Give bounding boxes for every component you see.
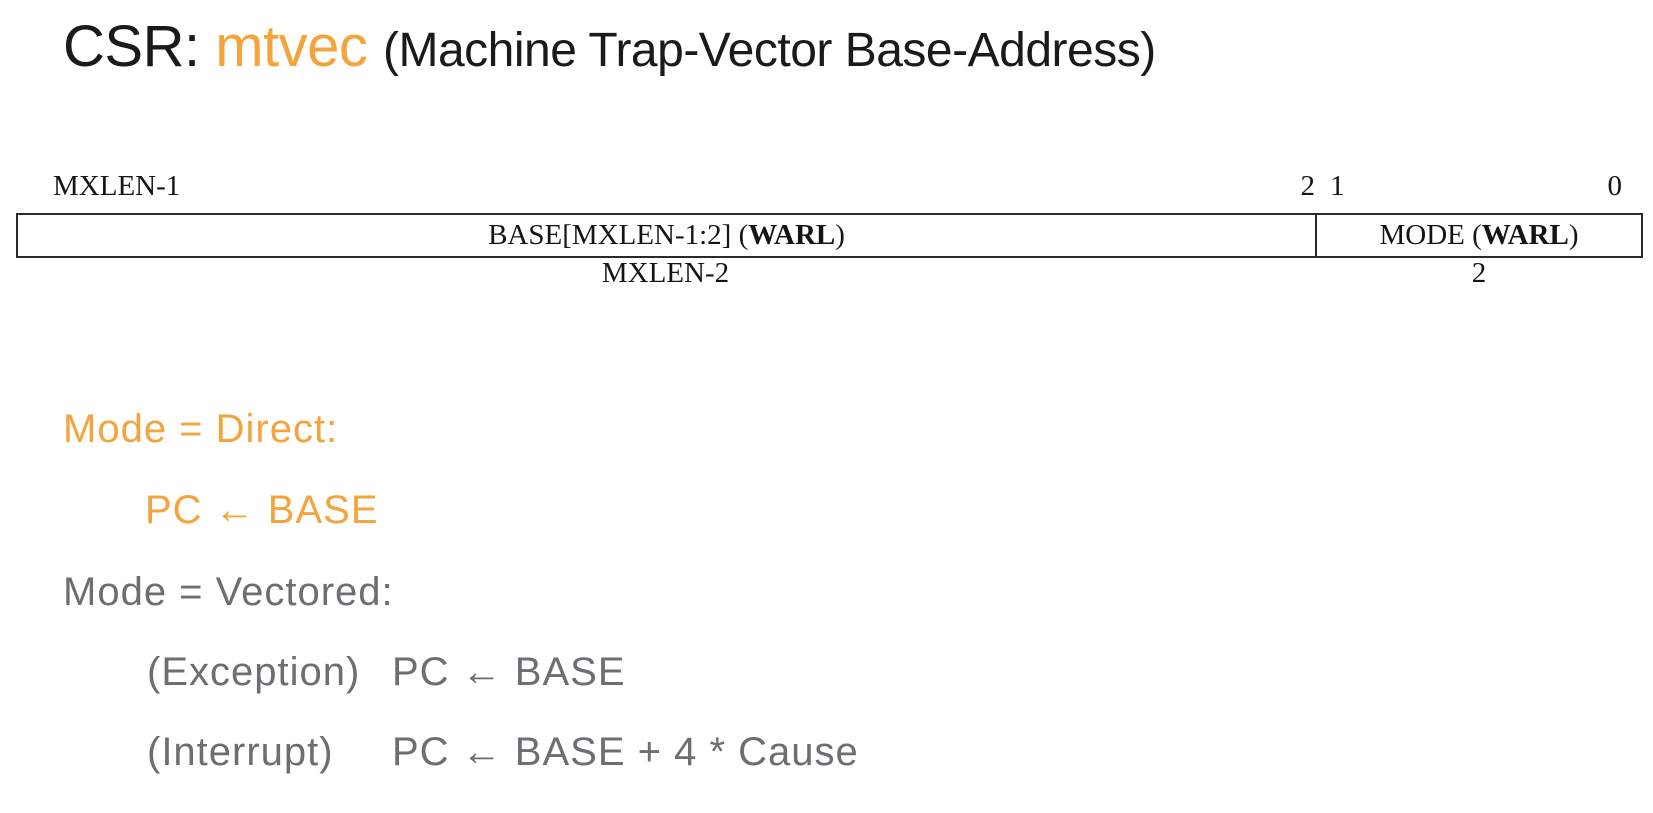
interrupt-case-label: (Interrupt) — [147, 730, 334, 774]
vectored-interrupt-row: (Interrupt) PC ← BASE + 4 * Cause — [147, 730, 859, 774]
field-mode: MODE (WARL) — [1317, 215, 1641, 256]
exception-formula: PC ← BASE — [392, 650, 626, 694]
title-register-name: mtvec — [215, 14, 368, 79]
bit-index-2: 2 — [1300, 170, 1316, 202]
vectored-exception-row: (Exception) PC ← BASE — [147, 650, 626, 694]
field-width-labels: MXLEN-2 2 — [16, 258, 1643, 288]
register-bitfield-diagram: MXLEN-1 2 1 0 BASE[MXLEN-1:2] (WARL) MOD… — [16, 171, 1643, 288]
register-box: BASE[MXLEN-1:2] (WARL) MODE (WARL) — [16, 213, 1643, 258]
interrupt-formula: PC ← BASE + 4 * Cause — [392, 730, 859, 774]
field-base-width: MXLEN-2 — [601, 257, 730, 289]
field-base-name: BASE[MXLEN-1:2] ( — [488, 219, 749, 251]
field-mode-width: 2 — [1471, 257, 1487, 289]
title-csr-label: CSR: — [63, 14, 200, 79]
mode-direct-heading: Mode = Direct: — [63, 407, 339, 451]
field-mode-warl: WARL — [1481, 219, 1569, 251]
bit-index-1: 1 — [1330, 170, 1345, 202]
field-mode-name-suffix: ) — [1568, 219, 1579, 251]
title-subtitle: (Machine Trap-Vector Base-Address) — [383, 24, 1156, 77]
exception-case-label: (Exception) — [147, 650, 361, 694]
mode-direct-formula: PC ← BASE — [145, 488, 379, 532]
field-base-name-suffix: ) — [835, 219, 845, 251]
mode-vectored-heading: Mode = Vectored: — [63, 570, 394, 614]
bit-index-msb: MXLEN-1 — [53, 170, 181, 202]
field-mode-name: MODE ( — [1379, 219, 1482, 251]
bit-index-0: 0 — [1607, 170, 1623, 202]
page-title: CSR: mtvec (Machine Trap-Vector Base-Add… — [63, 13, 1156, 80]
bit-index-labels: MXLEN-1 2 1 0 — [16, 171, 1643, 201]
field-base: BASE[MXLEN-1:2] (WARL) — [18, 215, 1317, 256]
field-base-warl: WARL — [748, 219, 836, 251]
